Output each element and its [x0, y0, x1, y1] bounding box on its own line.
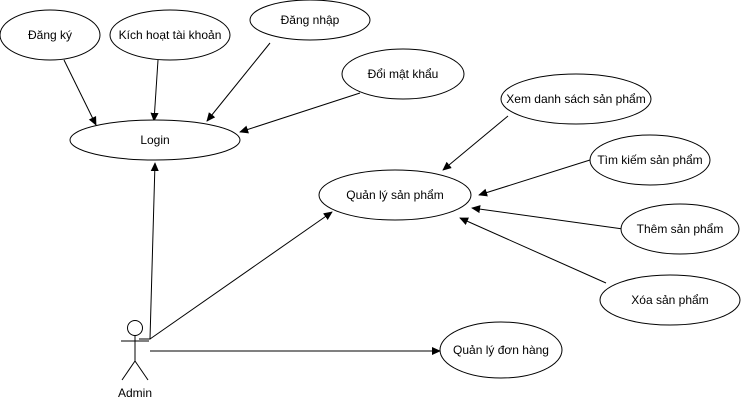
label-login: Login: [140, 133, 169, 147]
use-case-tim-kiem-san-pham: [589, 134, 711, 186]
label-quan-ly-san-pham: Quản lý sản phẩm: [346, 188, 443, 202]
connector-dang-ky-login: [63, 59, 97, 126]
use-case-dang-ky: [0, 9, 101, 61]
connector-doi-mat-khau-login: [239, 92, 361, 134]
use-case-them-san-pham: [620, 203, 740, 255]
use-case-doi-mat-khau: [341, 48, 465, 100]
use-case-xoa-san-pham: [599, 274, 741, 326]
actor-label: Admin: [118, 386, 152, 400]
use-case-dang-nhap: [249, 0, 371, 41]
label-kich-hoat-tai-khoan: Kích hoạt tài khoản: [119, 28, 222, 42]
label-quan-ly-don-hang: Quản lý đơn hàng: [453, 343, 549, 357]
connector-kich-hoat-login: [150, 59, 159, 122]
actor-head: [127, 320, 143, 336]
label-xoa-san-pham: Xóa sản phẩm: [631, 293, 708, 307]
label-xem-danh-sach-san-pham: Xem danh sách sản phẩm: [506, 92, 645, 106]
use-case-login: [69, 119, 241, 161]
connector-xoa-quan-ly: [459, 217, 607, 284]
connector-dang-nhap-login: [206, 42, 271, 122]
label-dang-ky: Đăng ký: [28, 28, 72, 42]
connector-xem-danh-sach-quan-ly: [442, 115, 509, 171]
connector-tim-kiem-quan-ly: [478, 159, 591, 197]
use-case-quan-ly-san-pham: [318, 169, 472, 221]
label-tim-kiem-san-pham: Tìm kiếm sản phẩm: [597, 153, 702, 167]
connector-admin-quan-ly: [149, 211, 333, 340]
actor-right-leg: [134, 360, 149, 381]
actor-left-leg: [121, 360, 136, 381]
label-doi-mat-khau: Đổi mật khẩu: [368, 67, 439, 81]
label-dang-nhap: Đăng nhập: [281, 13, 340, 27]
actor-admin: [121, 320, 149, 381]
connector-them-quan-ly: [471, 205, 624, 230]
connector-admin-login: [139, 162, 159, 340]
use-case-quan-ly-don-hang: [439, 321, 563, 379]
use-case-kich-hoat-tai-khoan: [109, 9, 231, 61]
label-them-san-pham: Thêm sản phẩm: [637, 222, 724, 236]
use-case-xem-danh-sach-san-pham: [500, 73, 652, 125]
